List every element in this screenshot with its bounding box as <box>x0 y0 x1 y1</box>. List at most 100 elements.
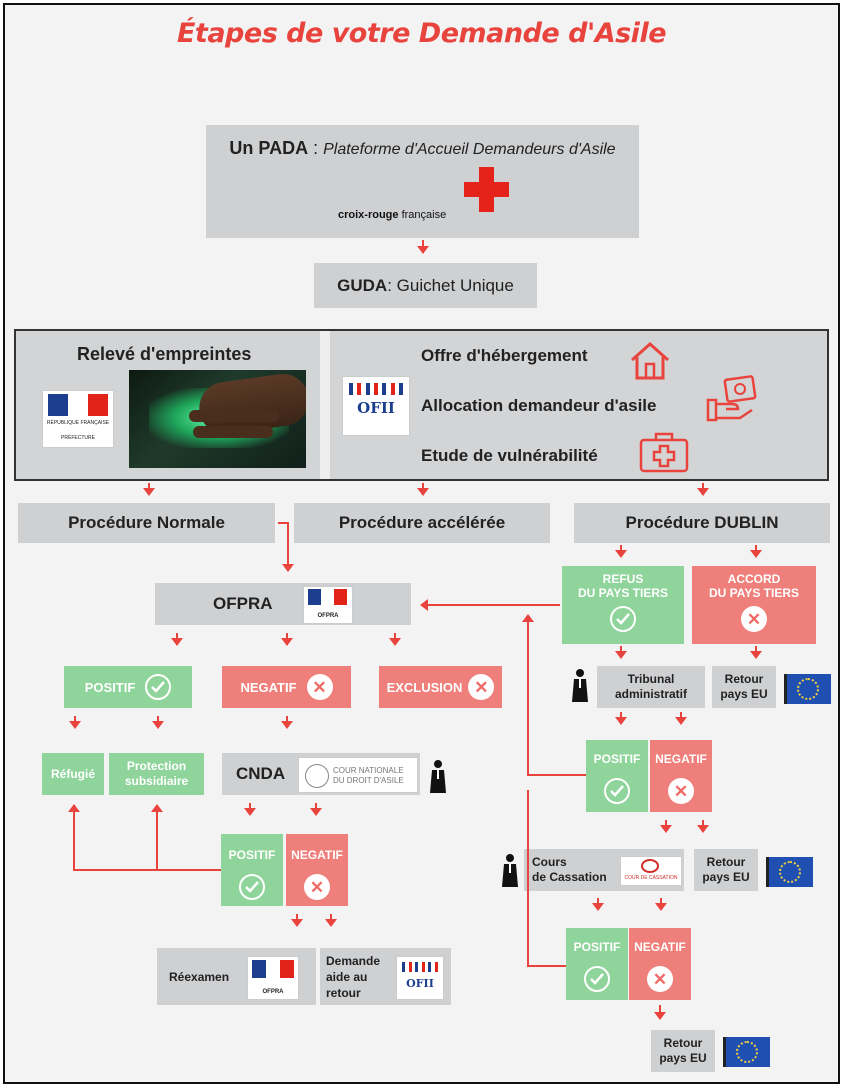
guda-box: GUDA : Guichet Unique <box>314 263 537 308</box>
ofpra-box: OFPRA <box>155 583 411 625</box>
eu-flag-icon <box>766 857 813 887</box>
retour-line1: Retour <box>663 1036 703 1050</box>
eu-flag-icon <box>784 674 831 704</box>
croix-rouge-bold: croix-rouge <box>338 209 399 221</box>
cassation-line2: de Cassation <box>532 870 607 884</box>
refugie-box: Réfugié <box>42 753 104 795</box>
retour-eu-3: Retour pays EU <box>651 1030 715 1072</box>
accord-pays-tiers: ACCORD DU PAYS TIERS ✕ <box>692 566 816 644</box>
demande-line3: retour <box>326 985 361 1000</box>
demande-line1: Demande <box>326 953 381 968</box>
demande-line2: aide au <box>326 969 368 984</box>
ofpra-positif: POSITIF <box>64 666 192 708</box>
eu-flag-icon <box>723 1037 770 1067</box>
prefecture-logo: RÉPUBLIQUE FRANÇAISE PRÉFECTURE <box>42 390 114 448</box>
retour-line2: pays EU <box>720 687 768 701</box>
cnda-negatif: NEGATIF ✕ <box>286 834 348 906</box>
ofpra-exclusion-label: EXCLUSION <box>386 679 463 695</box>
arrow-refus-to-ofpra <box>420 599 428 611</box>
cnda-logo: COUR NATIONALE DU DROIT D'ASILE <box>298 757 418 793</box>
ofii-item-allocation: Allocation demandeur d'asile <box>421 396 657 415</box>
ofpra-label: OFPRA <box>213 594 273 613</box>
arrow-cnda-to-protection <box>151 804 163 812</box>
tribunal-administratif: Tribunal administratif <box>597 666 705 708</box>
house-icon <box>631 341 669 380</box>
check-circle-icon <box>145 674 172 700</box>
pada-acronym: Un PADA <box>229 138 309 158</box>
tribunal-positif: POSITIF <box>586 740 648 812</box>
x-circle-icon: ✕ <box>741 606 767 632</box>
tribunal-positif-label: POSITIF <box>593 752 641 766</box>
cnda-label: CNDA <box>236 764 286 783</box>
tribunal-line2: administratif <box>614 687 687 701</box>
tribunal-line1: Tribunal <box>627 672 675 686</box>
x-circle-icon: ✕ <box>306 674 333 700</box>
cour-cassation-logo: COUR DE CASSATION <box>620 856 682 886</box>
cnda-negatif-label: NEGATIF <box>291 848 343 862</box>
money-hand-icon <box>706 375 757 422</box>
x-circle-icon: ✕ <box>668 778 694 804</box>
check-circle-icon <box>239 874 265 900</box>
arrow-to-normale <box>143 488 155 496</box>
check-circle-icon <box>610 606 636 632</box>
judge-icon <box>572 669 588 702</box>
pada-box: Un PADA : Plateforme d'Accueil Demandeur… <box>206 125 639 238</box>
procedure-normale: Procédure Normale <box>18 503 275 543</box>
ofii-logo-text: OFII <box>406 977 434 990</box>
guda-rest: : Guichet Unique <box>387 275 514 295</box>
arrow-to-refus <box>615 550 627 558</box>
empreintes-label: Relevé d'empreintes <box>77 344 252 364</box>
ofii-item-vulnerabilite: Etude de vulnérabilité <box>421 446 598 465</box>
prefecture-logo-line1: RÉPUBLIQUE FRANÇAISE <box>46 420 110 426</box>
arrow-pada-guda <box>417 246 429 254</box>
x-circle-icon: ✕ <box>304 874 330 900</box>
guda-acronym: GUDA <box>337 275 388 295</box>
refus-line1: REFUS <box>602 572 644 586</box>
ofpra-negatif: NEGATIF ✕ <box>222 666 351 708</box>
cnda-logo-line2: DU DROIT D'ASILE <box>333 776 404 785</box>
red-cross-icon <box>464 167 509 212</box>
judge-icon <box>502 854 518 887</box>
arrow-to-ofpra <box>282 564 294 572</box>
tribunal-negatif-label: NEGATIF <box>655 752 707 766</box>
retour-line2: pays EU <box>702 870 750 884</box>
retour-line1: Retour <box>724 672 764 686</box>
refus-pays-tiers: REFUS DU PAYS TIERS <box>562 566 684 644</box>
pada-full: Plateforme d'Accueil Demandeurs d'Asile <box>323 141 616 158</box>
tribunal-negatif: NEGATIF ✕ <box>650 740 712 812</box>
cnda-positif: POSITIF <box>221 834 283 906</box>
croix-rouge-rest: française <box>398 209 447 221</box>
procedure-dublin: Procédure DUBLIN <box>574 503 830 543</box>
cassation-negatif: NEGATIF ✕ <box>629 928 691 1000</box>
medical-kit-icon <box>639 432 689 473</box>
refus-line2: DU PAYS TIERS <box>577 586 669 600</box>
retour-eu-1: Retour pays EU <box>712 666 776 708</box>
ofpra-logo: OFPRA <box>303 586 353 624</box>
panel-divider <box>320 331 330 479</box>
reexamen-label: Réexamen <box>169 969 230 984</box>
arrow-to-dublin <box>697 488 709 496</box>
accord-line2: DU PAYS TIERS <box>708 586 800 600</box>
diagram-title: Étapes de votre Demande d'Asile <box>176 18 667 49</box>
ofpra-logo: OFPRA <box>247 956 299 1000</box>
croix-rouge-label: croix-rouge française <box>338 209 446 221</box>
cnda-logo-line1: COUR NATIONALE <box>333 766 404 775</box>
procedure-acceleree: Procédure accélérée <box>294 503 550 543</box>
retour-line2: pays EU <box>659 1051 707 1065</box>
arrow-to-accord <box>750 550 762 558</box>
ofii-item-hebergement: Offre d'hébergement <box>421 346 588 365</box>
prefecture-logo-line2: PRÉFECTURE <box>61 435 95 441</box>
x-circle-icon: ✕ <box>468 674 495 700</box>
check-circle-icon <box>584 966 610 992</box>
ofpra-negatif-label: NEGATIF <box>240 679 297 695</box>
x-circle-icon: ✕ <box>647 966 673 992</box>
cnda-positif-label: POSITIF <box>228 848 276 862</box>
protection-subsidiaire-box: Protection subsidiaire <box>109 753 204 795</box>
ofpra-logo-text: OFPRA <box>262 989 284 995</box>
arrow-cnda-to-refugie <box>68 804 80 812</box>
retour-line1: Retour <box>706 855 746 869</box>
cassation-logo-text: COUR DE CASSATION <box>624 875 678 881</box>
cassation-negatif-label: NEGATIF <box>634 940 686 954</box>
ofpra-logo-text: OFPRA <box>317 613 339 619</box>
ofii-logo: OFII <box>342 376 410 436</box>
